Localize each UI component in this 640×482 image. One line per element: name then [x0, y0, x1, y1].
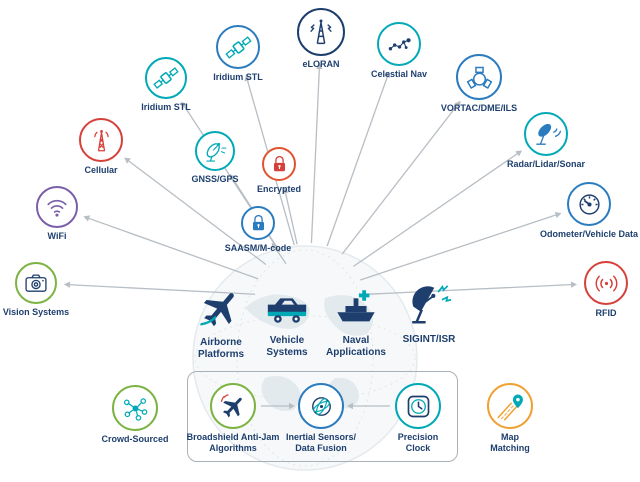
node-vision: Vision Systems	[0, 262, 96, 318]
node-label: WiFi	[47, 231, 67, 241]
node-wifi: WiFi	[0, 186, 117, 242]
node-label: Crowd-Sourced	[101, 434, 169, 444]
node-inertial: Inertial Sensors/ Data Fusion	[261, 383, 381, 454]
node-label: Map Matching	[490, 432, 530, 453]
node-sigint: SIGINT/ISR	[369, 280, 489, 346]
resilience-box	[187, 371, 458, 462]
node-label: Radar/Lidar/Sonar	[506, 159, 586, 169]
gyroscope-icon	[298, 383, 344, 429]
speedometer-icon	[567, 182, 611, 226]
node-label: Inertial Sensors/ Data Fusion	[285, 432, 357, 453]
truck-icon	[264, 281, 310, 331]
camera-icon	[15, 262, 57, 304]
node-rfid: RFID	[546, 261, 640, 319]
clock-icon	[395, 383, 441, 429]
network-icon	[112, 385, 158, 431]
node-label: Airborne Platforms	[197, 337, 245, 361]
node-label: RFID	[595, 308, 617, 318]
node-airborne: Airborne Platforms	[161, 283, 281, 361]
wifi-icon	[36, 186, 78, 228]
node-label: Odometer/Vehicle Data	[539, 229, 639, 239]
node-radar: Radar/Lidar/Sonar	[486, 112, 606, 170]
node-label: VORTAC/DME/ILS	[440, 103, 518, 113]
node-label: Vision Systems	[2, 307, 70, 317]
node-label: Cellular	[84, 165, 118, 175]
node-encrypted: Encrypted	[219, 147, 339, 195]
node-celestial-nav: Celestial Nav	[339, 22, 459, 80]
satellite-icon	[216, 25, 260, 69]
node-broadshield: Broadshield Anti-Jam Algorithms	[173, 383, 293, 454]
gnss-dish-icon	[195, 131, 235, 171]
node-label: SAASM/M-code	[224, 243, 292, 253]
node-eloran: eLORAN	[261, 8, 381, 70]
node-label: Encrypted	[256, 184, 301, 194]
node-label: Precision Clock	[397, 432, 439, 453]
padlock-icon	[241, 206, 275, 240]
node-label: Naval Applications	[325, 335, 386, 359]
ship-icon	[333, 281, 379, 331]
node-vortac: VORTAC/DME/ILS	[419, 54, 539, 114]
node-naval: Naval Applications	[296, 281, 416, 359]
node-label: SIGINT/ISR	[402, 334, 456, 345]
vortac-icon	[456, 54, 502, 100]
padlock-icon	[262, 147, 296, 181]
map-pin-road-icon	[487, 383, 533, 429]
satellite-icon	[145, 57, 187, 99]
node-label: GNSS/GPS	[191, 174, 239, 184]
node-precision-clock: Precision Clock	[358, 383, 478, 454]
constellation-icon	[377, 22, 421, 66]
node-crowd: Crowd-Sourced	[75, 385, 195, 445]
node-vehicle: Vehicle Systems	[227, 281, 347, 359]
node-label: Celestial Nav	[370, 69, 428, 79]
node-saasm: SAASM/M-code	[198, 206, 318, 254]
sigint-dish-icon	[406, 280, 452, 330]
node-map-matching: Map Matching	[450, 383, 570, 454]
node-iridium-left: Iridium STL	[106, 57, 226, 113]
jet-antijam-icon	[210, 383, 256, 429]
node-label: eLORAN	[302, 59, 340, 69]
rfid-icon	[584, 261, 628, 305]
node-iridium-top: Iridium STL	[178, 25, 298, 83]
node-odometer: Odometer/Vehicle Data	[529, 182, 640, 240]
node-cellular: Cellular	[41, 118, 161, 176]
node-label: Iridium STL	[213, 72, 263, 82]
cell-tower-icon	[79, 118, 123, 162]
node-label: Broadshield Anti-Jam Algorithms	[186, 432, 280, 453]
plane-icon	[198, 283, 244, 333]
node-gnss: GNSS/GPS	[155, 131, 275, 185]
node-label: Vehicle Systems	[266, 335, 308, 359]
radio-tower-icon	[297, 8, 345, 56]
radar-dish-icon	[524, 112, 568, 156]
node-label: Iridium STL	[141, 102, 191, 112]
